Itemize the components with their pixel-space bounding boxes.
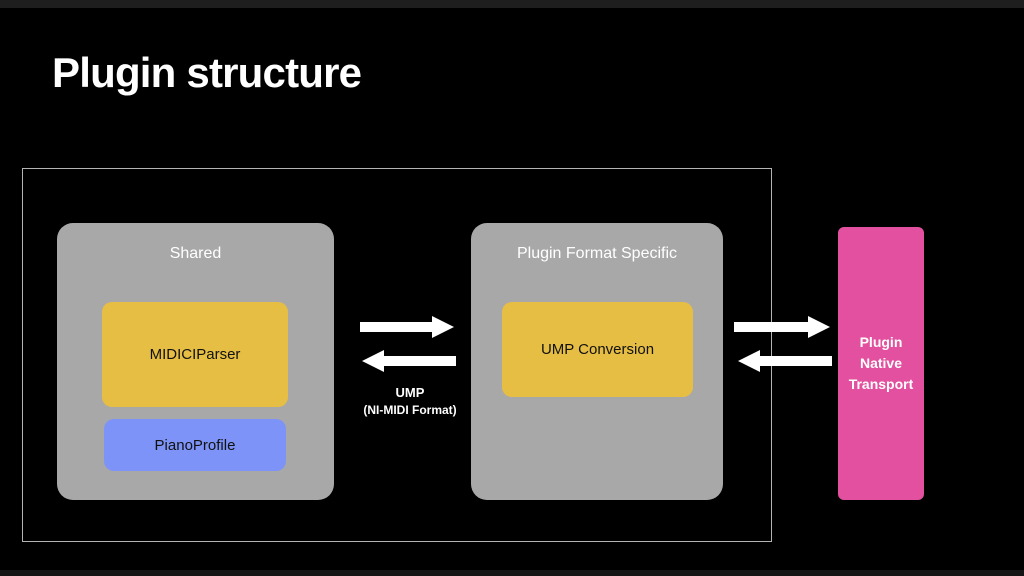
box-plugin-native-transport[interactable]: Plugin Native Transport bbox=[838, 227, 924, 500]
component-pianoprofile[interactable]: PianoProfile bbox=[104, 419, 286, 471]
connector-shared-to-format bbox=[360, 316, 456, 378]
component-ump-conversion-label: UMP Conversion bbox=[540, 341, 655, 358]
connector-caption-ump-line-2: (NI-MIDI Format) bbox=[363, 402, 457, 417]
component-midiciparser-label: MIDICIParser bbox=[149, 346, 241, 363]
module-shared-title: Shared bbox=[169, 245, 222, 262]
page-title: Plugin structure bbox=[52, 49, 362, 96]
component-pianoprofile-label: PianoProfile bbox=[154, 436, 236, 454]
slide-canvas: Plugin structure Shared MIDICIParser Pia… bbox=[0, 8, 1024, 570]
connector-caption-ump: UMP (NI-MIDI Format) bbox=[330, 384, 490, 418]
plugin-boundary-frame bbox=[22, 168, 772, 542]
letterbox-bottom-bar bbox=[0, 570, 1024, 576]
module-plugin-format-specific-title: Plugin Format Specific bbox=[516, 245, 678, 262]
plugin-native-transport-label: Plugin Native Transport bbox=[848, 334, 914, 392]
bidirectional-arrow-icon bbox=[734, 316, 832, 372]
component-ump-conversion[interactable]: UMP Conversion bbox=[502, 302, 693, 397]
bidirectional-arrow-icon bbox=[360, 316, 456, 372]
connector-caption-ump-line-1: UMP bbox=[395, 385, 425, 400]
component-midiciparser[interactable]: MIDICIParser bbox=[102, 302, 288, 407]
letterbox-top-bar bbox=[0, 0, 1024, 8]
connector-format-to-transport bbox=[734, 316, 832, 378]
